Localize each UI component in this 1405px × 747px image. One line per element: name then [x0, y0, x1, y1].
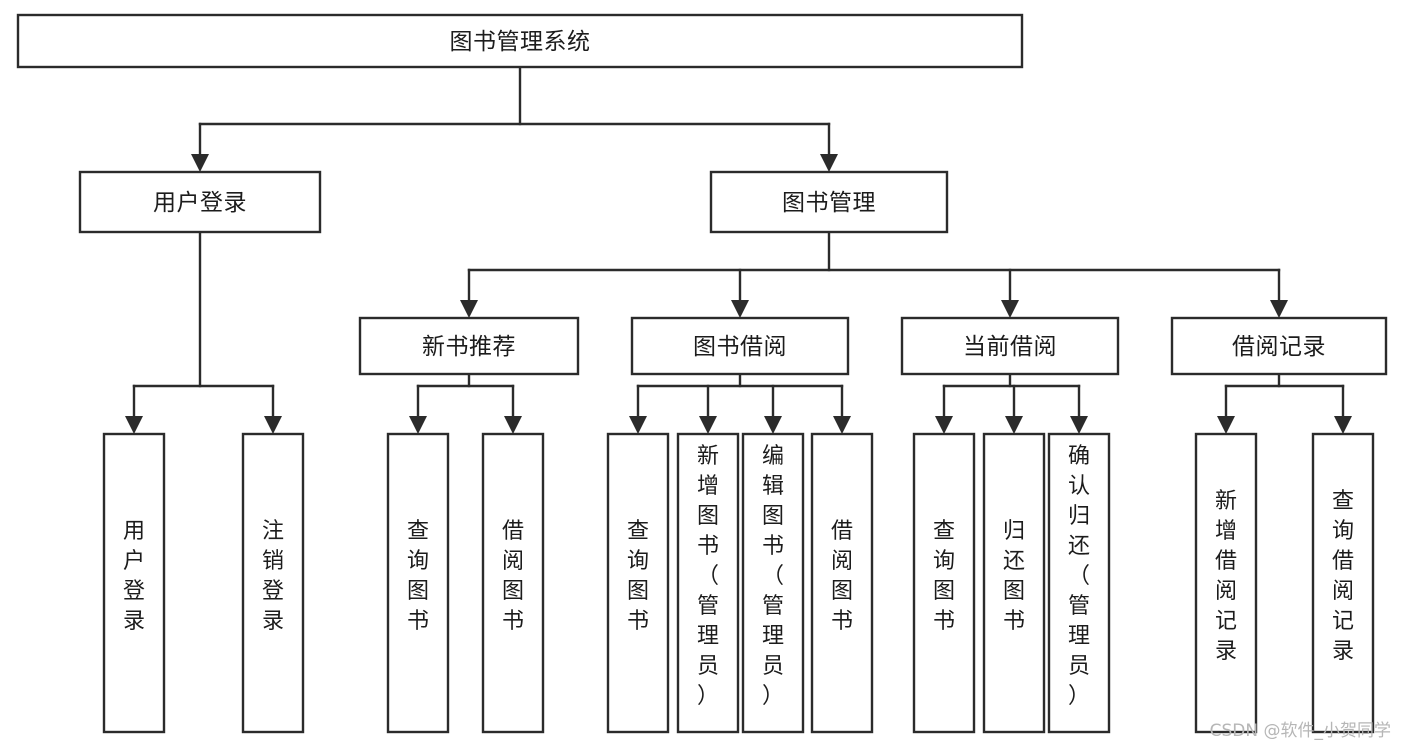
node-label-root: 图书管理系统: [450, 29, 591, 55]
node-box-borrow-record: [1170, 316, 1388, 376]
arrow-head-icon: [935, 416, 953, 434]
connectors-from-user-login: [125, 230, 282, 434]
node-layer: 图书管理系统用户登录图书管理新书推荐图书借阅当前借阅借阅记录用户登录注销登录查询…: [16, 13, 1388, 734]
node-leaf-borrow-book-1[interactable]: 借阅图书: [481, 432, 545, 734]
node-box-leaf-logout-login: [241, 432, 305, 734]
node-label-leaf-borrow-book-1: 借阅图书: [502, 519, 524, 634]
arrow-head-icon: [1334, 416, 1352, 434]
node-label-leaf-add-borrow-record: 新增借阅记录: [1215, 489, 1237, 664]
node-root[interactable]: 图书管理系统: [16, 13, 1024, 69]
node-leaf-user-login[interactable]: 用户登录: [102, 432, 166, 734]
arrow-head-icon: [629, 416, 647, 434]
node-box-root: [16, 13, 1024, 69]
arrow-head-icon: [1001, 300, 1019, 318]
node-box-leaf-user-login: [102, 432, 166, 734]
node-label-user-login: 用户登录: [153, 190, 247, 216]
node-label-leaf-edit-book: 编辑图书（管理员）: [762, 444, 784, 709]
connectors-from-current-borrow: [935, 372, 1088, 434]
node-leaf-query-borrow-record[interactable]: 查询借阅记录: [1311, 432, 1375, 734]
node-box-new-book-recommend: [358, 316, 580, 376]
node-leaf-query-book-3[interactable]: 查询图书: [912, 432, 976, 734]
connectors-from-root: [191, 65, 838, 172]
node-label-leaf-confirm-return: 确认归还（管理员）: [1068, 444, 1090, 709]
node-leaf-query-book-2[interactable]: 查询图书: [606, 432, 670, 734]
node-book-management[interactable]: 图书管理: [709, 170, 949, 234]
arrow-head-icon: [764, 416, 782, 434]
arrow-head-icon: [833, 416, 851, 434]
node-label-leaf-borrow-book-2: 借阅图书: [831, 519, 853, 634]
node-leaf-logout-login[interactable]: 注销登录: [241, 432, 305, 734]
node-box-leaf-query-book-3: [912, 432, 976, 734]
node-borrow-record[interactable]: 借阅记录: [1170, 316, 1388, 376]
arrow-head-icon: [1005, 416, 1023, 434]
arrow-head-icon: [409, 416, 427, 434]
arrow-head-icon: [731, 300, 749, 318]
connectors-from-book-borrow: [629, 372, 851, 434]
node-box-leaf-borrow-book-2: [810, 432, 874, 734]
node-box-current-borrow: [900, 316, 1120, 376]
node-label-borrow-record: 借阅记录: [1232, 334, 1326, 360]
node-leaf-query-book-1[interactable]: 查询图书: [386, 432, 450, 734]
node-leaf-edit-book[interactable]: 编辑图书（管理员）: [741, 432, 805, 734]
node-box-leaf-add-borrow-record: [1194, 432, 1258, 734]
connectors-from-new-book-recommend: [409, 372, 522, 434]
node-box-leaf-query-book-1: [386, 432, 450, 734]
node-box-leaf-query-book-2: [606, 432, 670, 734]
arrow-head-icon: [264, 416, 282, 434]
node-box-leaf-borrow-book-1: [481, 432, 545, 734]
arrow-head-icon: [820, 154, 838, 172]
node-label-leaf-return-book: 归还图书: [1003, 519, 1025, 634]
arrow-head-icon: [125, 416, 143, 434]
node-label-book-borrow: 图书借阅: [693, 334, 787, 360]
node-label-leaf-query-book-1: 查询图书: [407, 519, 429, 634]
node-label-leaf-query-borrow-record: 查询借阅记录: [1332, 489, 1354, 664]
node-label-new-book-recommend: 新书推荐: [422, 334, 516, 360]
arrow-head-icon: [504, 416, 522, 434]
node-box-leaf-return-book: [982, 432, 1046, 734]
node-label-current-borrow: 当前借阅: [963, 334, 1057, 360]
node-leaf-confirm-return[interactable]: 确认归还（管理员）: [1047, 432, 1111, 734]
node-label-leaf-logout-login: 注销登录: [262, 519, 284, 634]
node-leaf-add-borrow-record[interactable]: 新增借阅记录: [1194, 432, 1258, 734]
arrow-head-icon: [1217, 416, 1235, 434]
node-leaf-add-book[interactable]: 新增图书（管理员）: [676, 432, 740, 734]
node-label-leaf-user-login: 用户登录: [123, 519, 145, 634]
arrow-head-icon: [699, 416, 717, 434]
arrow-head-icon: [1070, 416, 1088, 434]
arrow-head-icon: [1270, 300, 1288, 318]
node-box-leaf-edit-book: [741, 432, 805, 734]
connector-layer: [125, 65, 1352, 434]
node-book-borrow[interactable]: 图书借阅: [630, 316, 850, 376]
node-leaf-borrow-book-2[interactable]: 借阅图书: [810, 432, 874, 734]
connectors-from-borrow-record: [1217, 372, 1352, 434]
arrow-head-icon: [460, 300, 478, 318]
node-current-borrow[interactable]: 当前借阅: [900, 316, 1120, 376]
node-box-leaf-confirm-return: [1047, 432, 1111, 734]
node-label-leaf-query-book-2: 查询图书: [627, 519, 649, 634]
node-label-leaf-query-book-3: 查询图书: [933, 519, 955, 634]
node-box-leaf-add-book: [676, 432, 740, 734]
node-new-book-recommend[interactable]: 新书推荐: [358, 316, 580, 376]
node-label-leaf-add-book: 新增图书（管理员）: [697, 444, 719, 709]
node-leaf-return-book[interactable]: 归还图书: [982, 432, 1046, 734]
node-label-book-management: 图书管理: [782, 190, 876, 216]
connectors-from-book-management: [460, 230, 1288, 318]
arrow-head-icon: [191, 154, 209, 172]
node-box-leaf-query-borrow-record: [1311, 432, 1375, 734]
node-box-book-management: [709, 170, 949, 234]
node-user-login[interactable]: 用户登录: [78, 170, 322, 234]
node-box-book-borrow: [630, 316, 850, 376]
node-box-user-login: [78, 170, 322, 234]
